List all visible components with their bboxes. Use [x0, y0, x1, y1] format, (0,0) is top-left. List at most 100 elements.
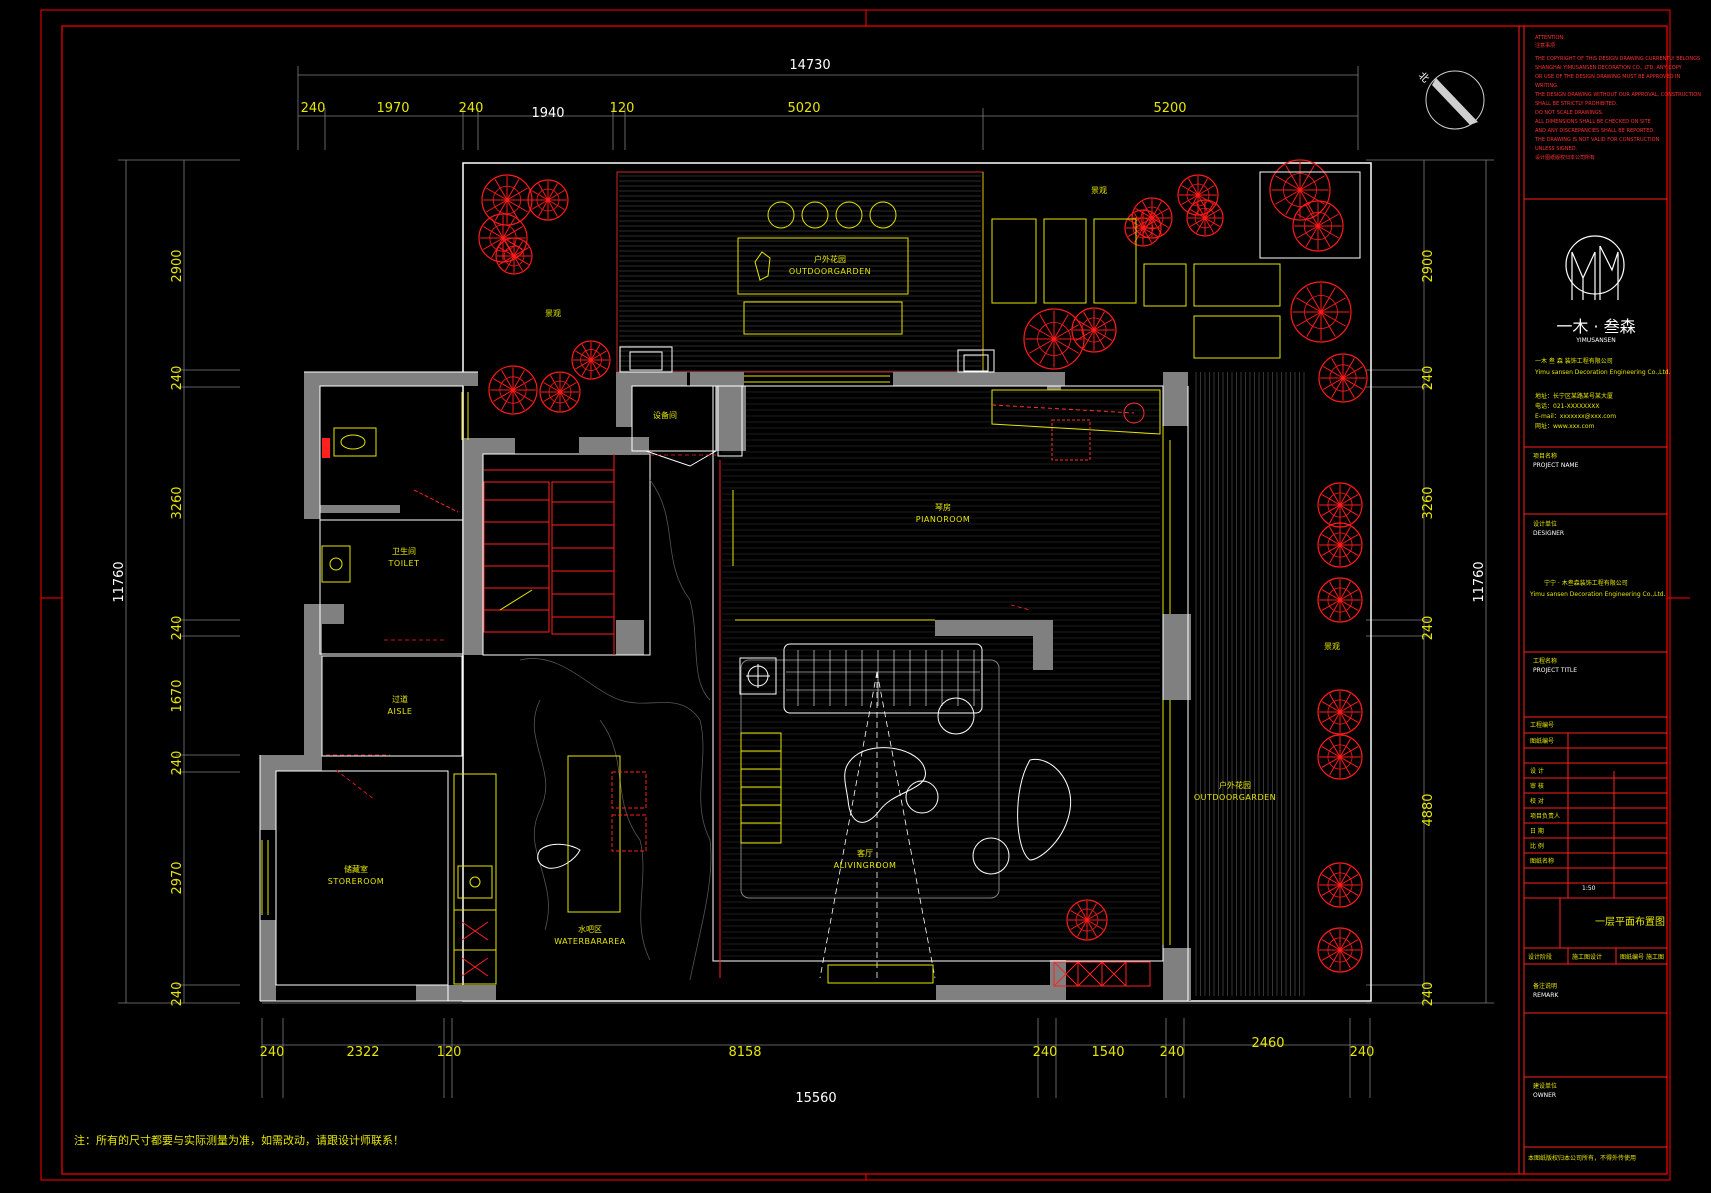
dim-left-4: 240 [170, 616, 185, 641]
tb-attention: ATTENTION: [1535, 35, 1565, 41]
stair-break-line [499, 589, 533, 611]
label-outdoor-right-en: OUTDOORGARDEN [1194, 793, 1276, 802]
outer-frame [40, 9, 1671, 1181]
staircase [483, 454, 615, 655]
tb-project-name-value: PROJECT NAME [1533, 462, 1579, 469]
company-logo-icon [1565, 235, 1625, 300]
tree-icon [539, 371, 581, 413]
label-pool-cn: 设备间 [653, 410, 677, 420]
door-swings [326, 454, 1031, 801]
tree-icon [495, 237, 533, 275]
label-living-cn: 客厅 [857, 848, 873, 858]
dim-right-group: 11760 2900 240 3260 240 4880 240 [1421, 249, 1487, 1006]
dim-top-2: 1970 [376, 101, 409, 116]
water-bar-island [537, 755, 647, 913]
label-toilet-cn: 卫生间 [392, 546, 416, 556]
tree-icon [1317, 734, 1363, 780]
site-boundary [462, 162, 1372, 1002]
tree-icon [1186, 199, 1224, 237]
tb-attention-line: THE DESIGN DRAWING WITHOUT OUR APPROVAL,… [1534, 92, 1701, 98]
tb-attention-cn: 注意事项 [1535, 42, 1555, 49]
dim-bottom-3: 120 [437, 1045, 462, 1060]
tree-icon [1317, 522, 1363, 568]
tree-icon [1290, 281, 1352, 343]
dim-bottom-5: 240 [1033, 1045, 1058, 1060]
label-aisle-en: AISLE [388, 707, 413, 716]
north-arrow-icon [1425, 70, 1485, 130]
tb-info-row-label: 校 对 [1530, 797, 1544, 805]
tb-info-row-label: 比 例 [1530, 842, 1544, 850]
dim-right-4: 240 [1421, 616, 1436, 641]
tb-phase-3: 图纸编号 [1620, 953, 1644, 961]
tb-info-row-label: 图纸名称 [1530, 857, 1554, 865]
dimension-lines [118, 66, 1494, 1098]
tb-attention-line: 设计图纸版权归本公司所有 [1535, 154, 1595, 161]
tree-icon [1317, 577, 1363, 623]
tb-attention-line: AND ANY DISCREPANCIES SHALL BE REPORTED. [1535, 128, 1655, 134]
tb-info-row-label: 日 期 [1530, 827, 1544, 835]
tb-address-line: E-mail：xxxxxxx@xxx.com [1535, 413, 1616, 420]
kitchen-counter [453, 773, 497, 985]
tb-attention-line: ALL DIMENSIONS SHALL BE CHECKED ON SITE [1535, 119, 1651, 125]
tb-phase-4: 施工图 [1646, 953, 1664, 961]
tb-attention-line: UNLESS SIGNED. [1535, 146, 1578, 152]
dim-top-7: 5200 [1153, 101, 1186, 116]
tree-icon [1066, 899, 1108, 941]
label-store-en: STOREROOM [328, 877, 384, 886]
tb-project-no-label: 工程名称 [1533, 657, 1557, 665]
tree-icon [1317, 862, 1363, 908]
tb-attention-lines: THE COPYRIGHT OF THIS DESIGN DRAWING CUR… [1534, 56, 1701, 161]
dim-left-6: 240 [170, 751, 185, 776]
tb-attention-line: THE COPYRIGHT OF THIS DESIGN DRAWING CUR… [1534, 56, 1700, 62]
tb-phase-1: 设计阶段 [1528, 953, 1552, 961]
tb-owner-value: OWNER [1533, 1092, 1556, 1099]
tb-client-company-cn: 宁宁 · 木叁森装饰工程有限公司 [1544, 579, 1628, 587]
tb-client-label: 设计单位 [1533, 520, 1557, 528]
tb-info-row-label: 设 计 [1530, 767, 1544, 775]
toilet-fixtures [321, 427, 459, 583]
tb-brand-en: YIMUSANSEN [1575, 337, 1616, 344]
living-room-furniture [739, 643, 1072, 899]
tb-footer: 本图纸版权归本公司所有，不得外传使用 [1528, 1154, 1636, 1162]
label-piano-en: PIANOROOM [916, 515, 971, 524]
dim-top-4: 1940 [531, 106, 564, 121]
tree-icon [488, 365, 538, 415]
label-planting-tr: 景观 [1091, 186, 1107, 195]
tb-address-line: 网址：www.xxx.com [1535, 422, 1595, 430]
tree-icon [1023, 308, 1085, 370]
living-floor-hatch [722, 391, 1160, 957]
dim-top-6: 5020 [787, 101, 820, 116]
tb-attention-line: DO NOT SCALE DRAWINGS. [1535, 110, 1604, 116]
dim-bottom-7: 240 [1160, 1045, 1185, 1060]
tb-attention-line: WRITING. [1535, 83, 1559, 89]
tb-info-row-label: 审 核 [1530, 782, 1544, 790]
tb-remark-label: 备注说明 [1533, 982, 1557, 990]
dim-right-6: 240 [1421, 982, 1436, 1007]
tb-company-cn: 一木 叁 森 装饰工程有限公司 [1535, 357, 1613, 365]
tree-icon [1318, 353, 1368, 403]
tree-icon [1071, 307, 1117, 353]
building-outline [259, 371, 1189, 1002]
dim-top-5: 120 [610, 101, 635, 116]
tree-icon [1269, 159, 1331, 221]
dim-right-total: 11760 [1472, 561, 1487, 602]
dim-top-total: 14730 [789, 58, 830, 73]
tb-company-en: Yimu sansen Decoration Engineering Co.,L… [1534, 369, 1671, 376]
piano-room-fixtures [732, 389, 1171, 614]
tb-attention-line: SHANGHAI YIMUSANSEN DECORATION CO., LTD.… [1535, 65, 1683, 71]
dim-bottom-1: 240 [260, 1045, 285, 1060]
north-label: 北 [1416, 70, 1432, 86]
label-outdoor-right-cn: 户外花园 [1219, 780, 1251, 790]
top-deck-hatch [619, 175, 981, 372]
dim-left-3: 3260 [170, 486, 185, 519]
tree-icon [527, 179, 569, 221]
tb-sheet-name: 一层平面布置图 [1595, 916, 1665, 928]
landscape-trees [478, 159, 1368, 973]
tree-icon [571, 340, 611, 380]
tree-icon [1292, 200, 1344, 252]
label-outdoor-top-en: OUTDOORGARDEN [789, 267, 871, 276]
tb-attention-line: OR USE OF THE DESIGN DRAWING MUST BE APP… [1535, 74, 1681, 80]
general-note: 注：所有的尺寸都要与实际测量为准，如需改动，请跟设计师联系！ [74, 1133, 404, 1147]
